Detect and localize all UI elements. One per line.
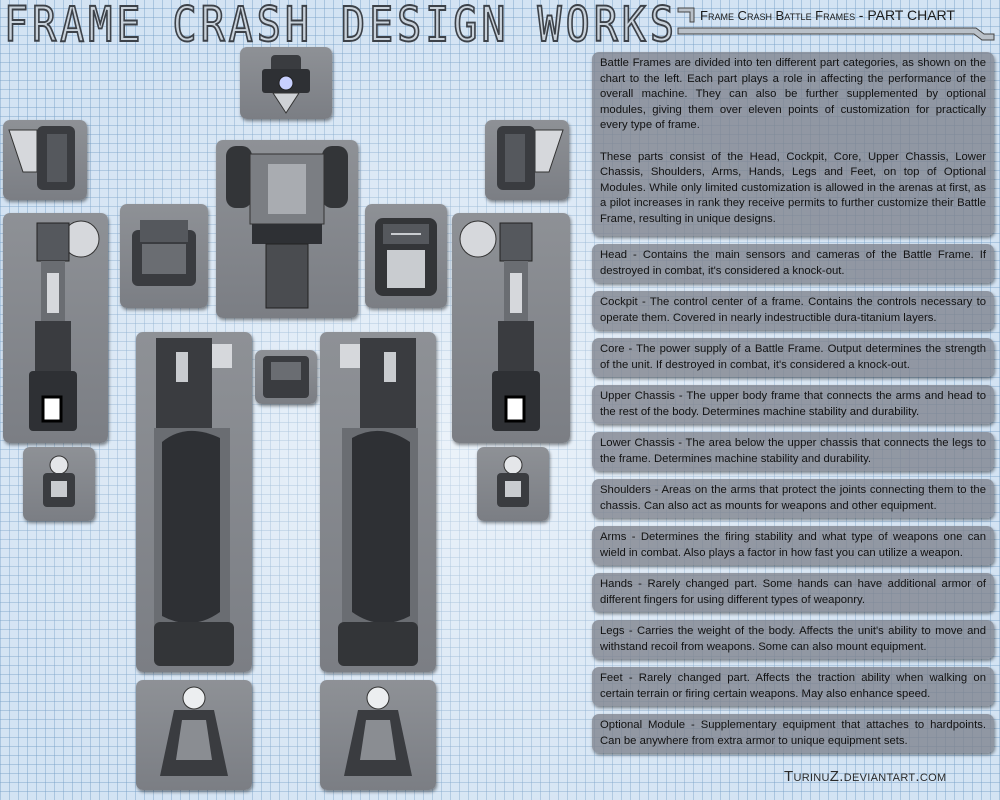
- part-description-head: Head - Contains the main sensors and cam…: [592, 244, 994, 283]
- shoulder-part-icon: [497, 126, 564, 190]
- right-hand-panel: [477, 447, 549, 521]
- right-shoulder-panel: [485, 120, 569, 200]
- foot-part-icon: [160, 686, 228, 776]
- arm-part-icon: [459, 220, 540, 431]
- part-description-upper-chassis: Upper Chassis - The upper body frame tha…: [592, 385, 994, 424]
- right-leg-panel: [320, 332, 436, 672]
- part-description-lower-chassis: Lower Chassis - The area below the upper…: [592, 432, 994, 471]
- lower-chassis-part-icon: [263, 356, 309, 398]
- subtitle-text: Frame Crash Battle Frames: [700, 8, 856, 23]
- left-arm-panel: [3, 213, 108, 443]
- chart-subtitle: Frame Crash Battle Frames - PART CHART: [700, 7, 955, 23]
- part-description-arms: Arms - Determines the firing stability a…: [592, 526, 994, 565]
- intro-paragraph-2: These parts consist of the Head, Cockpit…: [600, 150, 986, 225]
- part-description-hands: Hands - Rarely changed part. Some hands …: [592, 573, 994, 612]
- part-description-core: Core - The power supply of a Battle Fram…: [592, 338, 994, 377]
- right-arm-panel: [452, 213, 570, 443]
- foot-part-icon: [344, 686, 412, 776]
- part-description-legs: Legs - Carries the weight of the body. A…: [592, 620, 994, 659]
- cockpit-panel: [365, 204, 447, 308]
- page-title: FRAME CRASH DESIGN WORKS: [3, 0, 678, 54]
- leg-part-icon: [154, 338, 234, 666]
- part-description-optional-module: Optional Module - Supplementary equipmen…: [592, 714, 994, 753]
- intro-box: Battle Frames are divided into ten diffe…: [592, 52, 994, 236]
- head-part-icon: [262, 55, 310, 114]
- right-foot-panel: [320, 680, 436, 790]
- footer-credit: TurinuZ.deviantart.com: [784, 768, 947, 785]
- left-hand-panel: [23, 447, 95, 521]
- arm-part-icon: [29, 220, 100, 431]
- left-leg-panel: [136, 332, 252, 672]
- part-description-feet: Feet - Rarely changed part. Affects the …: [592, 667, 994, 706]
- core-part-icon: [132, 220, 196, 286]
- left-shoulder-panel: [3, 120, 87, 200]
- upper-chassis-panel: [216, 140, 358, 318]
- head-panel: [240, 47, 332, 119]
- part-description-cockpit: Cockpit - The control center of a frame.…: [592, 291, 994, 330]
- left-foot-panel: [136, 680, 252, 790]
- part-description-shoulders: Shoulders - Areas on the arms that prote…: [592, 479, 994, 518]
- hand-part-icon: [43, 455, 75, 507]
- shoulder-part-icon: [8, 126, 75, 190]
- hand-part-icon: [497, 455, 529, 507]
- cockpit-part-icon: [375, 218, 437, 296]
- subtitle-suffix: - PART CHART: [858, 7, 955, 23]
- upper-chassis-part-icon: [226, 146, 348, 309]
- lower-chassis-panel: [255, 350, 317, 404]
- core-panel: [120, 204, 208, 308]
- leg-part-icon: [338, 338, 418, 666]
- intro-paragraph-1: Battle Frames are divided into ten diffe…: [600, 57, 986, 131]
- header-bracket-decoration: [677, 7, 995, 41]
